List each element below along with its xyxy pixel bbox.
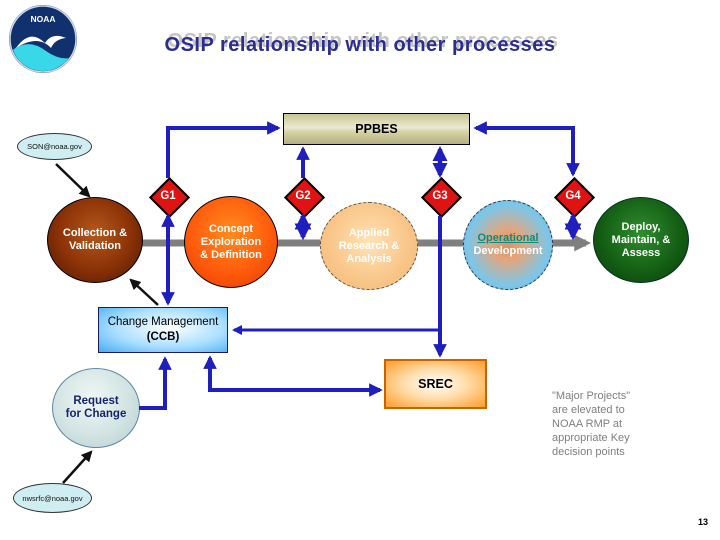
srec-label: SREC <box>418 377 453 391</box>
arrow-email-to-rfc <box>62 450 93 484</box>
phase-collection-validation: Collection & Validation <box>47 197 143 283</box>
noaa-logo: NOAA <box>9 5 77 73</box>
son-email-label: SON@noaa.gov <box>27 142 82 151</box>
request-for-change-node: Request for Change <box>52 368 140 448</box>
phase-label-line: Analysis <box>346 252 392 265</box>
phase-label-line: Concept <box>209 222 253 235</box>
gate-g2: G2 <box>283 176 326 219</box>
phase-operational-development: Operational Development <box>463 200 553 290</box>
son-email-tag: SON@noaa.gov <box>17 133 92 160</box>
phase-concept-exploration: Concept Exploration & Definition <box>184 196 278 288</box>
phase-label-line: Exploration <box>200 235 262 248</box>
phase-label-line: Collection & <box>62 227 128 239</box>
gate-g1: G1 <box>148 176 191 219</box>
gate-g4: G4 <box>553 176 596 219</box>
phase-applied-research: Applied Research & Analysis <box>320 202 418 290</box>
ppbes-label: PPBES <box>355 122 398 136</box>
arrow-son-to-collection <box>55 163 91 198</box>
page-title: OSIP relationship with other processes <box>164 34 556 56</box>
ccb-label-line2: (CCB) <box>146 331 180 343</box>
connector-ppbes-g4-double <box>473 121 580 177</box>
phase-label-line: Research & <box>338 239 400 252</box>
noaa-gull-icon <box>16 35 66 48</box>
arrow-ccb-to-collection <box>129 278 159 306</box>
connector-g1-to-ppbes <box>166 121 281 178</box>
ccb-label-line1: Change Management <box>107 316 219 328</box>
gate-g1-label: G1 <box>160 190 176 202</box>
noaa-logo-text: NOAA <box>30 14 55 24</box>
rfc-label-line: Request <box>73 395 119 407</box>
noaa-logo-ring <box>9 5 77 73</box>
phase-label-line: Applied <box>348 226 390 239</box>
ppbes-box: PPBES <box>283 113 470 145</box>
gate-g2-label: G2 <box>295 190 311 202</box>
change-management-box: Change Management (CCB) <box>98 307 228 353</box>
phase-label-line: & Definition <box>200 248 262 261</box>
gate-g3: G3 <box>420 176 463 219</box>
page-number: 13 <box>698 517 709 527</box>
phase-label-line: Assess <box>621 246 661 259</box>
gate-g3-label: G3 <box>432 190 448 202</box>
srec-box: SREC <box>384 359 487 409</box>
connector-rfc-to-ccb <box>139 356 172 410</box>
rfc-email-tag: nwsrfc@noaa.gov <box>13 483 92 513</box>
rfc-email-label: nwsrfc@noaa.gov <box>22 493 83 503</box>
rfc-label-line: for Change <box>65 408 127 420</box>
phase-label-line: Development <box>473 245 543 257</box>
major-projects-note: "Major Projects" are elevated to NOAA RM… <box>552 390 631 458</box>
phase-label-line: Maintain, & <box>611 233 671 246</box>
phase-label-line: Validation <box>69 240 121 252</box>
phase-label-line: Deploy, <box>621 220 661 233</box>
operational-link-text: Operational <box>477 232 539 244</box>
phase-deploy-maintain-assess: Deploy, Maintain, & Assess <box>593 197 689 283</box>
gate-g4-label: G4 <box>565 190 581 202</box>
connector-ccb-srec-double <box>203 355 383 397</box>
